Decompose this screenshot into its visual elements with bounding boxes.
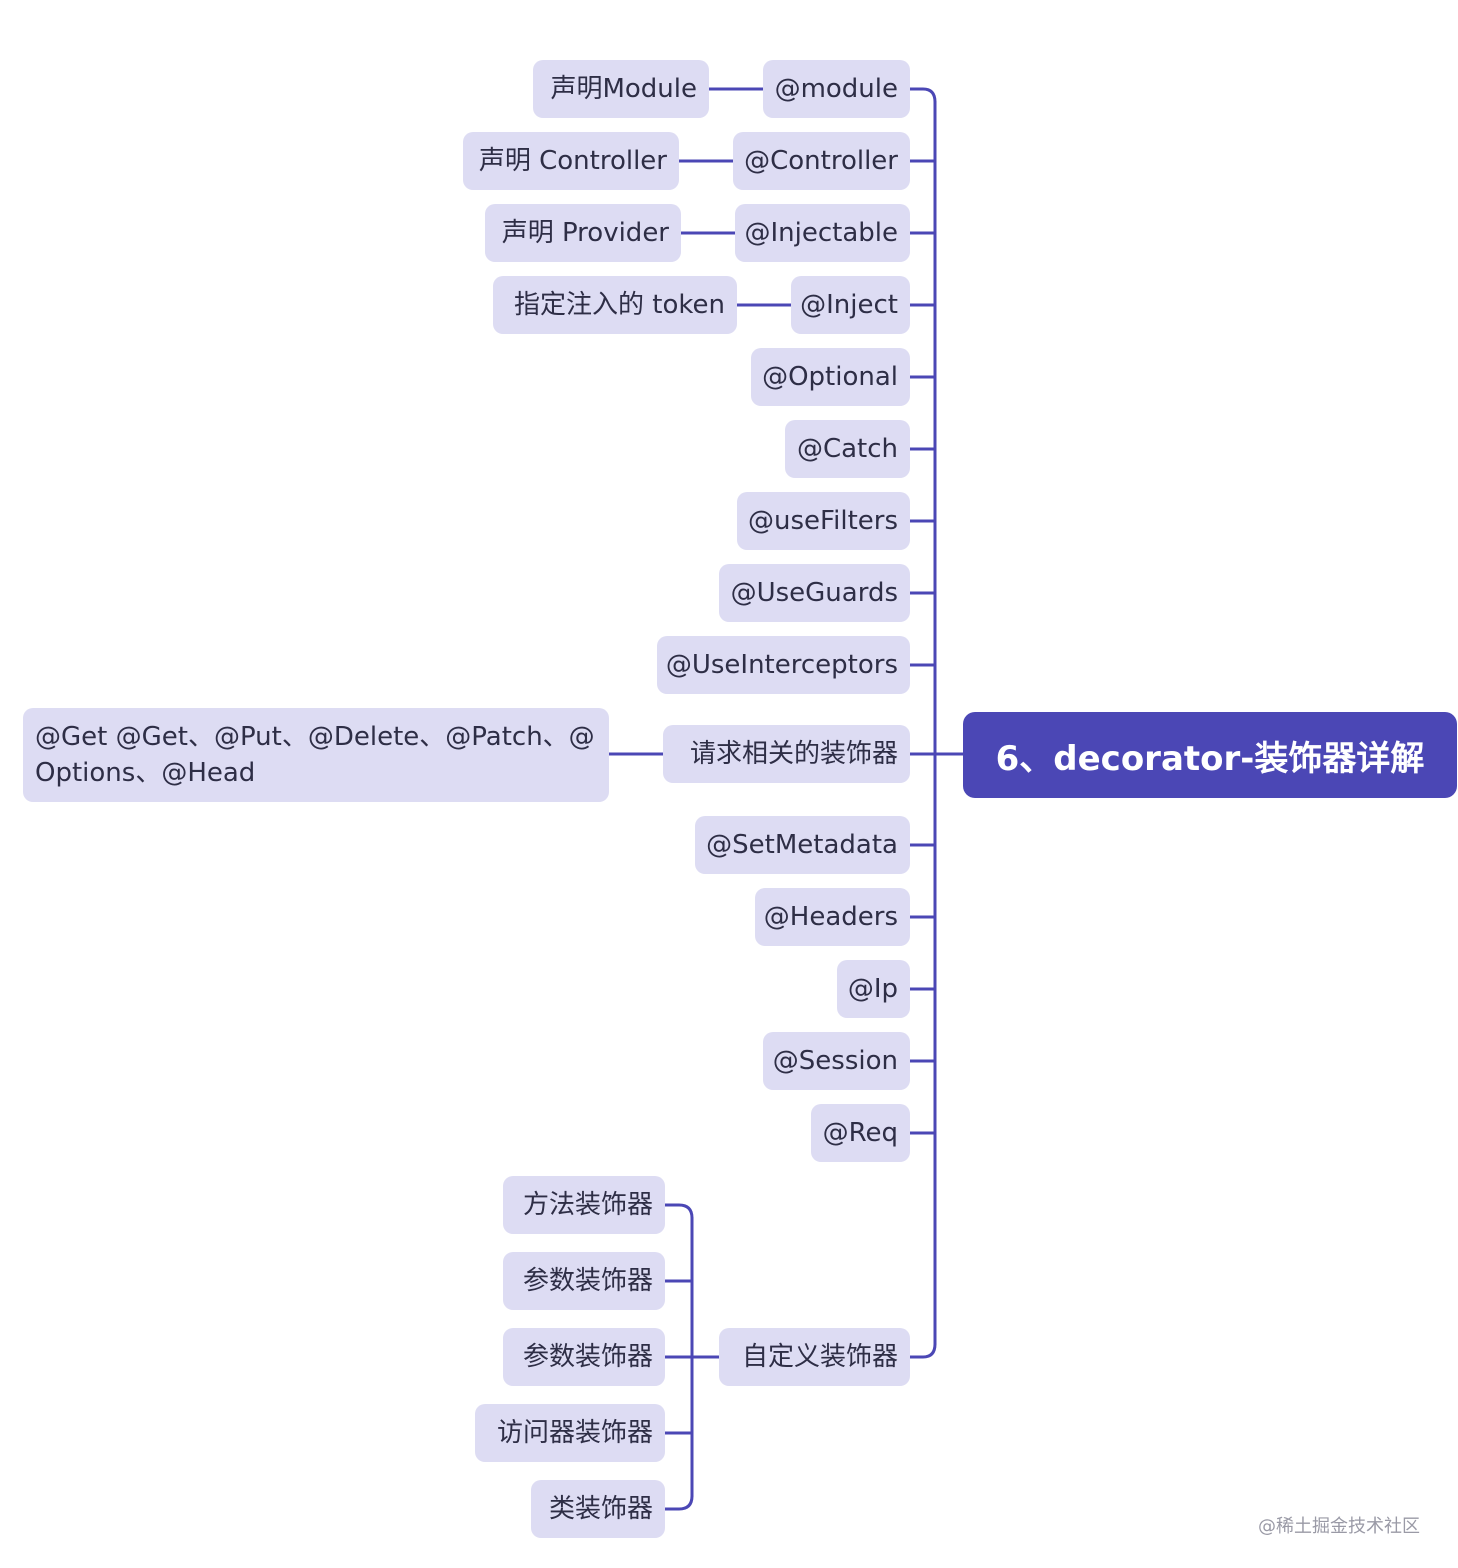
connector-branch-module (908, 87, 937, 104)
branch-req[interactable]: @Req (811, 1104, 910, 1162)
branch-custom-decorators[interactable]: 自定义装饰器 (719, 1328, 910, 1386)
branch-injectable[interactable]: @Injectable (735, 204, 910, 262)
leaf-param-decorator-1[interactable]: 参数装饰器 (503, 1252, 665, 1310)
leaf-accessor-decorator[interactable]: 访问器装饰器 (475, 1404, 665, 1462)
leaf-inject-desc[interactable]: 指定注入的 token (493, 276, 737, 334)
watermark: @稀土掘金技术社区 (1258, 1516, 1420, 1537)
leaf-controller-desc[interactable]: 声明 Controller (463, 132, 679, 190)
leaf-method-decorator[interactable]: 方法装饰器 (503, 1176, 665, 1234)
connector-custom-method (663, 1203, 694, 1220)
connector-branch-custom (908, 1342, 937, 1359)
branch-setmetadata[interactable]: @SetMetadata (695, 816, 910, 874)
root-node[interactable]: 6、decorator-装饰器详解 (963, 712, 1457, 798)
branch-useinterceptors[interactable]: @UseInterceptors (657, 636, 910, 694)
branch-headers[interactable]: @Headers (755, 888, 910, 946)
branch-module[interactable]: @module (763, 60, 910, 118)
branch-optional[interactable]: @Optional (751, 348, 910, 406)
leaf-request-methods[interactable]: @Get @Get、@Put、@Delete、@Patch、@ Options、… (23, 708, 609, 802)
branch-usefilters[interactable]: @useFilters (737, 492, 910, 550)
leaf-module-desc[interactable]: 声明Module (533, 60, 709, 118)
branch-controller[interactable]: @Controller (733, 132, 910, 190)
branch-ip[interactable]: @Ip (837, 960, 910, 1018)
leaf-class-decorator[interactable]: 类装饰器 (531, 1480, 665, 1538)
branch-request-decorators[interactable]: 请求相关的装饰器 (663, 725, 910, 783)
branch-session[interactable]: @Session (763, 1032, 910, 1090)
connector-custom-class (663, 1494, 694, 1511)
leaf-param-decorator-2[interactable]: 参数装饰器 (503, 1328, 665, 1386)
leaf-provider-desc[interactable]: 声明 Provider (485, 204, 681, 262)
branch-inject[interactable]: @Inject (791, 276, 910, 334)
branch-catch[interactable]: @Catch (785, 420, 910, 478)
branch-useguards[interactable]: @UseGuards (719, 564, 910, 622)
